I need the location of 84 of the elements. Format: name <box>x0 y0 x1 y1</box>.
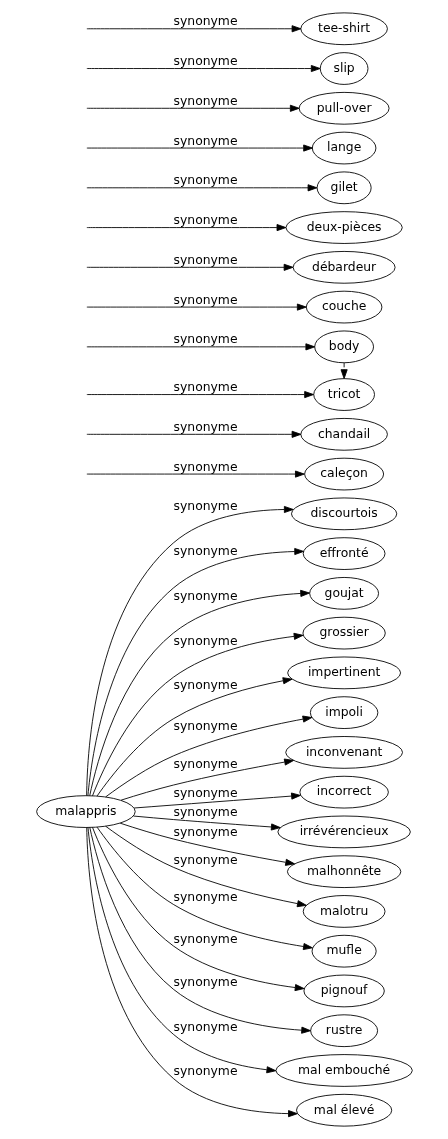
node-ellipse: pignouf <box>303 974 385 1008</box>
arrow <box>85 144 313 152</box>
node-ellipse: mufle <box>311 934 377 968</box>
edge-label: synonyme <box>173 824 238 839</box>
edge-label: synonyme <box>173 252 238 267</box>
node-ellipse: gilet <box>316 171 372 205</box>
arrow <box>85 470 305 478</box>
arrow <box>85 391 314 399</box>
arrow <box>104 825 307 908</box>
arrow <box>85 65 321 73</box>
arrow <box>96 677 292 797</box>
edge-label: synonyme <box>173 890 238 905</box>
arrow <box>85 263 293 271</box>
arrow <box>340 362 348 379</box>
edge-label: synonyme <box>173 54 238 69</box>
arrow <box>133 792 301 809</box>
edge-label: synonyme <box>173 173 238 188</box>
node-ellipse: tee-shirt <box>299 12 388 46</box>
arrow <box>85 25 301 33</box>
arrow <box>85 184 317 192</box>
arrow <box>91 632 303 797</box>
arrow <box>119 822 295 866</box>
edge-label: synonyme <box>173 380 238 395</box>
node-ellipse: chandail <box>299 417 388 451</box>
arrow <box>85 505 294 796</box>
node-ellipse: débardeur <box>292 251 396 284</box>
arrow <box>120 758 294 801</box>
node-ellipse: grossier <box>302 616 386 650</box>
node-ellipse: malappris <box>35 795 136 828</box>
node-ellipse: caleçon <box>303 457 384 491</box>
arrow <box>87 827 276 1074</box>
arrow <box>91 826 304 992</box>
node-ellipse: slip <box>319 52 368 85</box>
node-ellipse: body <box>313 330 374 364</box>
edge-label: synonyme <box>173 677 238 692</box>
arrow <box>85 430 301 438</box>
edge-label: synonyme <box>173 719 238 734</box>
node-ellipse: lange <box>311 131 376 165</box>
node-ellipse: incorrect <box>298 775 389 809</box>
edge-label: synonyme <box>173 292 238 307</box>
edge-label: synonyme <box>173 1064 238 1079</box>
edge-label: synonyme <box>173 133 238 148</box>
edge-label: synonyme <box>173 852 238 867</box>
arrow <box>85 104 300 112</box>
edge-label: synonyme <box>173 459 238 474</box>
node-ellipse: impertinent <box>286 656 401 690</box>
edge-label: synonyme <box>173 419 238 434</box>
node-ellipse: mal embouché <box>275 1054 413 1087</box>
arrow <box>132 815 281 831</box>
edge-label: synonyme <box>173 633 238 648</box>
node-ellipse: pull-over <box>298 91 390 125</box>
node-ellipse: impoli <box>309 696 378 729</box>
arrow <box>85 827 298 1118</box>
node-ellipse: tricot <box>312 378 375 411</box>
node-ellipse: mal élevé <box>295 1093 392 1127</box>
arrow <box>85 303 307 311</box>
arrow <box>96 826 313 951</box>
edge-label: synonyme <box>173 785 238 800</box>
node-ellipse: couche <box>305 290 382 324</box>
edge-label: synonyme <box>173 14 238 29</box>
arrow <box>88 827 311 1034</box>
edge-label: synonyme <box>173 805 238 820</box>
node-ellipse: deux-pièces <box>285 211 403 244</box>
edge-label: synonyme <box>173 974 238 989</box>
node-ellipse: irrévérencieux <box>276 815 411 849</box>
node-ellipse: effronté <box>302 537 385 570</box>
node-ellipse: malotru <box>302 895 385 928</box>
node-ellipse: discourtois <box>290 497 397 531</box>
edge-label: synonyme <box>173 931 238 946</box>
edge-label: synonyme <box>173 588 238 603</box>
arrow <box>85 343 315 351</box>
node-ellipse: goujat <box>308 577 379 610</box>
arrow <box>86 548 304 797</box>
edge-label: synonyme <box>173 213 238 228</box>
arrow <box>85 224 286 232</box>
edge-label: synonyme <box>173 756 238 771</box>
edge-label: synonyme <box>173 1019 238 1034</box>
edge-label: synonyme <box>173 93 238 108</box>
arrow <box>88 589 310 797</box>
node-ellipse: rustre <box>309 1014 378 1048</box>
edge-label: synonyme <box>173 543 238 558</box>
edge-label: synonyme <box>173 499 238 514</box>
arrow <box>104 715 312 798</box>
edge-label: synonyme <box>173 332 238 347</box>
